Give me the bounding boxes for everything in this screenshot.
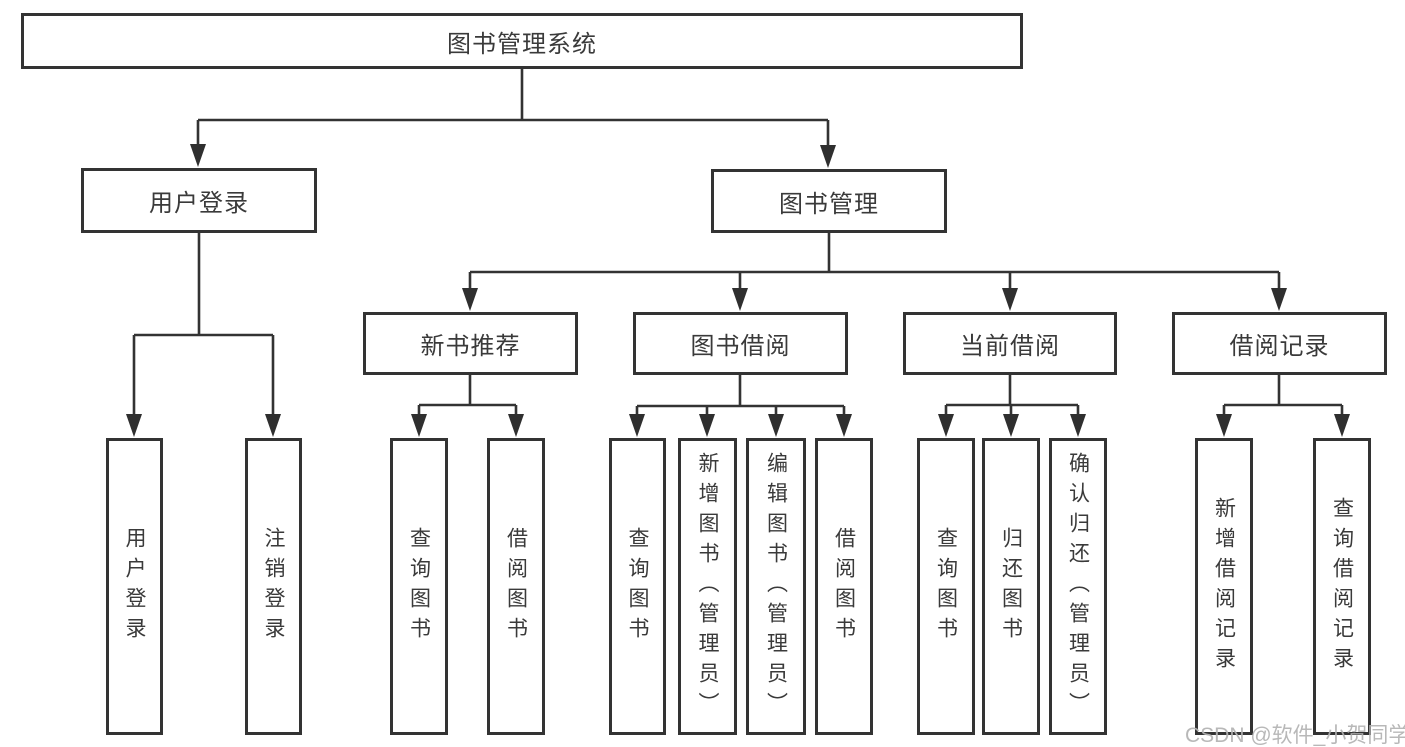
node-label: 新书推荐 (420, 333, 521, 360)
node-label: 注销登录 (262, 526, 285, 647)
node-label: 借阅图书 (832, 526, 856, 647)
node-root-library-system: 图书管理系统 (21, 13, 1023, 69)
leaf-borrow-books-recommend: 借阅图书 (487, 438, 545, 735)
node-label: 查询图书 (934, 526, 958, 647)
leaf-borrow-books: 借阅图书 (815, 438, 873, 735)
leaf-logout: 注销登录 (245, 438, 302, 735)
leaf-query-books-current: 查询图书 (917, 438, 975, 735)
node-current-borrowing: 当前借阅 (903, 312, 1117, 375)
leaf-add-borrow-record: 新增借阅记录 (1195, 438, 1253, 735)
leaf-edit-books-admin: 编辑图书（管理员） (746, 438, 806, 735)
csdn-watermark: CSDN @软件_小贺同学 (1185, 724, 1405, 747)
node-label: 当前借阅 (960, 333, 1060, 360)
node-label: 归还图书 (999, 526, 1023, 647)
node-label: 查询图书 (407, 526, 431, 647)
node-label: 图书管理系统 (447, 30, 597, 58)
node-label: 新增图书（管理员） (696, 451, 719, 722)
node-label: 图书管理 (779, 190, 879, 218)
leaf-user-login: 用户登录 (106, 438, 163, 735)
node-label: 新增借阅记录 (1212, 496, 1236, 677)
node-label: 借阅记录 (1229, 333, 1330, 360)
node-book-management: 图书管理 (711, 169, 947, 233)
leaf-return-books: 归还图书 (982, 438, 1040, 735)
node-borrowing-records: 借阅记录 (1172, 312, 1387, 375)
node-label: 编辑图书（管理员） (764, 451, 788, 722)
leaf-query-books-recommend: 查询图书 (390, 438, 448, 735)
node-label: 查询借阅记录 (1330, 496, 1354, 677)
node-label: 用户登录 (149, 190, 249, 217)
node-book-borrowing: 图书借阅 (633, 312, 848, 375)
node-label: 确认归还（管理员） (1066, 451, 1090, 722)
node-label: 图书借阅 (690, 333, 791, 360)
leaf-add-books-admin: 新增图书（管理员） (678, 438, 737, 735)
node-new-book-recommend: 新书推荐 (363, 312, 578, 375)
leaf-query-borrow-record: 查询借阅记录 (1313, 438, 1371, 735)
leaf-confirm-return-admin: 确认归还（管理员） (1049, 438, 1107, 735)
node-label: 查询图书 (626, 526, 649, 647)
node-label: 用户登录 (123, 526, 146, 647)
node-label: 借阅图书 (504, 526, 528, 647)
leaf-query-books-borrowing: 查询图书 (609, 438, 666, 735)
node-user-login: 用户登录 (81, 168, 317, 233)
arrowheads (126, 144, 1350, 437)
